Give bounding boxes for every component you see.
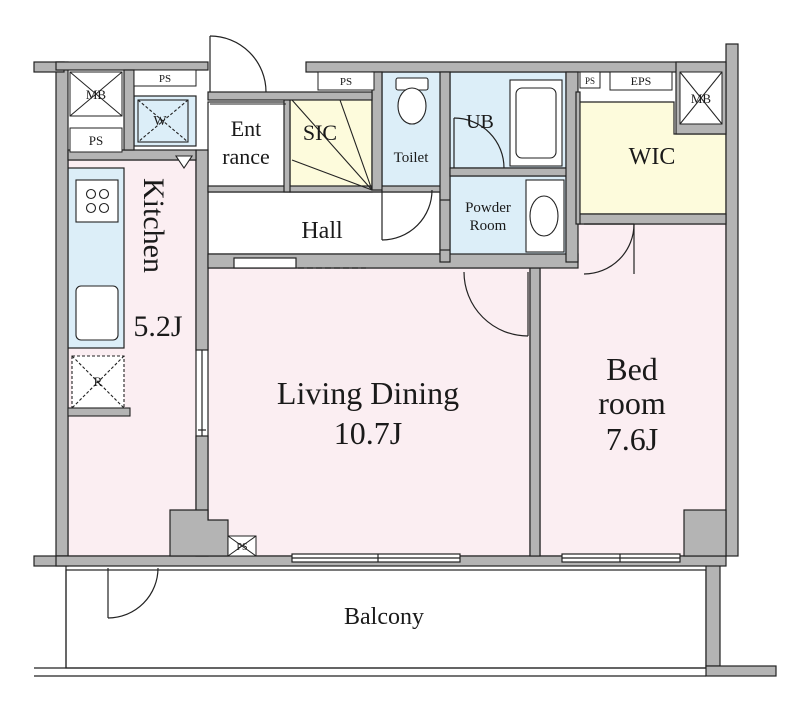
wall-right [725,43,739,557]
bedroom-name-2: room [598,385,666,421]
door-swing-icon [583,223,635,275]
wall-kitchen-living [195,149,209,351]
ps-label-top-1: PS [159,73,171,85]
door-swing-icon [463,271,529,337]
wall-wic-bottom [577,213,727,225]
living-size: 10.7J [334,415,402,451]
door-swing-icon [381,189,433,241]
wall-top-1 [55,61,209,71]
wall-right-base [705,665,777,677]
fridge-label: R [94,374,103,389]
washbasin-icon [529,195,559,237]
wall-washer-left [123,69,135,151]
powder-line2: Room [470,218,507,234]
ps-box-top-3 [579,71,601,89]
sink-icon [75,285,119,341]
door-swing-icon [453,117,505,169]
doors [107,35,681,619]
kitchen-marker-icon [174,155,194,169]
living-name: Living Dining [277,375,459,411]
hall-floor [207,191,441,255]
wall-wic-left [575,91,581,225]
door-swing-icon [209,35,267,93]
wall-left [55,61,69,557]
wic-name: WIC [629,144,676,170]
eps-label: EPS [631,74,652,88]
ps-label-left: PS [89,133,103,148]
bedroom-name-1: Bed [606,351,658,387]
fixtures [67,77,565,417]
wall-sic-left [283,95,291,193]
counter-ledge [67,407,131,417]
pillar-living [169,509,229,557]
kitchen-size: 5.2J [133,310,183,343]
living-floor [207,267,531,557]
door-swing-icon [107,567,159,619]
balcony-name: Balcony [344,604,424,630]
stove-burner-icon [85,202,97,214]
eps-box [609,71,673,91]
entrance-line1: Ent [231,116,262,141]
wall-ub-powder [449,167,569,177]
washer-label: W [153,114,167,129]
ps-box-top-1 [133,69,197,87]
hall-name: Hall [301,218,343,244]
room-fills [65,71,727,669]
wall-top-2 [305,61,727,73]
wall-living-bedroom [529,267,541,557]
wall-sic-top [207,91,373,101]
stove-burner-icon [98,188,110,200]
ps-box-left [69,127,123,153]
ub-name: UB [466,111,494,133]
bathtub-inner-icon [515,87,557,159]
kitchen-name: Kitchen [137,178,170,273]
bedroom-size: 7.6J [606,421,658,457]
utility-boxes [69,69,723,557]
ps-label-living: PS [236,542,247,553]
wall-toilet-right [439,71,451,263]
mb-label-right: MB [691,91,712,106]
mb-label-left: MB [86,87,107,102]
entrance-line2: rance [222,144,270,169]
stove-icon [75,179,119,223]
toilet-icon [397,87,427,125]
ps-box-top-2 [317,71,375,91]
labels: Living Dining 10.7J Bed room 7.6J Kitche… [86,73,712,630]
wall-hall-top [207,185,443,193]
wall-toilet-left [371,71,383,191]
toilet-name: Toilet [394,150,430,166]
sic-name: SIC [303,120,337,145]
pillar-bedroom [683,509,727,557]
wall-right-lower [705,555,721,667]
powder-line1: Powder [465,200,511,216]
ps-label-top-2: PS [340,76,352,88]
ps-label-top-3: PS [585,76,595,86]
stove-burner-icon [85,188,97,200]
balcony-floor [65,569,707,669]
bathtub-icon [509,79,563,167]
stove-burner-icon [98,202,110,214]
balcony-rail [34,566,706,677]
